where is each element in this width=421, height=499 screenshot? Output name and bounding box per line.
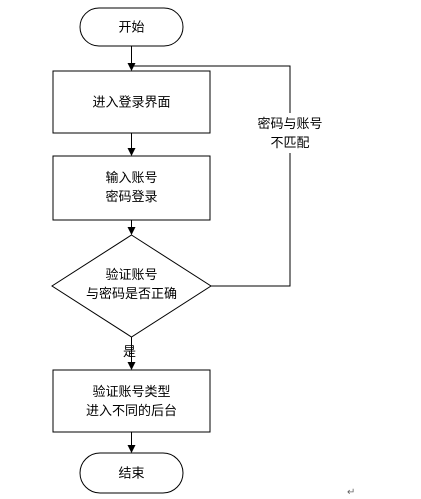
input-node: 输入账号 密码登录 [52, 155, 211, 221]
account-type-label-line1: 验证账号类型 [92, 384, 170, 400]
login-page-node: 进入登录界面 [52, 70, 211, 134]
end-shape [79, 452, 184, 494]
input-label-line1: 输入账号 [105, 170, 157, 186]
input-shape [52, 155, 211, 221]
mismatch-label-line2: 不匹配 [270, 136, 309, 151]
paragraph-return-mark: ↵ [347, 487, 355, 498]
account-type-node: 验证账号类型 进入不同的后台 [52, 369, 211, 433]
login-page-label: 进入登录界面 [92, 96, 170, 111]
decision-label-line1: 验证账号 [105, 267, 157, 283]
end-node: 结束 [79, 452, 184, 494]
arrow-mismatch-loop [131, 65, 291, 287]
decision-node: 验证账号 与密码是否正确 [51, 234, 212, 338]
decision-shape [51, 234, 212, 338]
account-type-shape [52, 369, 211, 433]
end-label: 结束 [118, 467, 144, 482]
login-page-shape [52, 70, 211, 134]
mismatch-label-line1: 密码与账号 [257, 116, 322, 132]
mismatch-label-bg [244, 113, 336, 153]
account-type-label-line2: 进入不同的后台 [86, 403, 177, 419]
start-node: 开始 [79, 7, 184, 47]
input-label-line2: 密码登录 [105, 189, 157, 205]
yes-label: 是 [123, 345, 136, 360]
start-label: 开始 [118, 21, 144, 36]
decision-label-line2: 与密码是否正确 [86, 286, 177, 302]
